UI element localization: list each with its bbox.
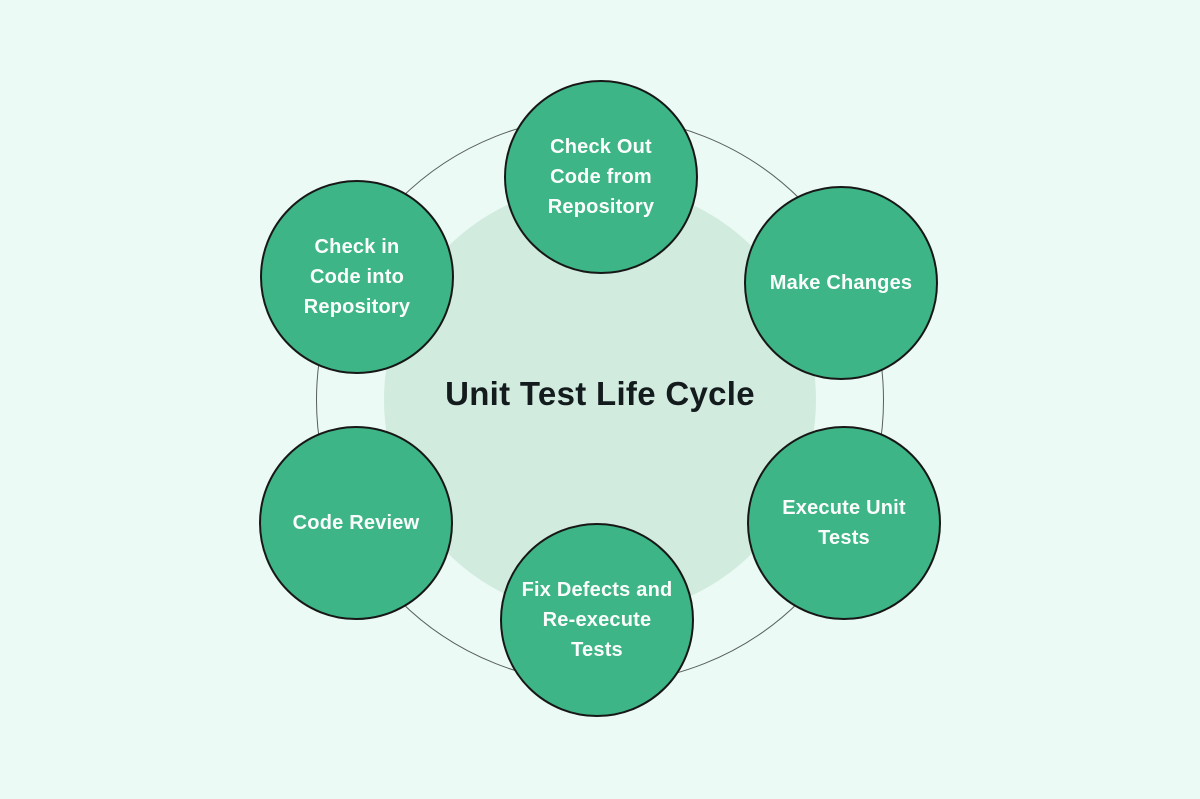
cycle-node-code-review: Code Review — [259, 426, 453, 620]
cycle-node-fix-defects: Fix Defects and Re-execute Tests — [500, 523, 694, 717]
cycle-node-check-out-code: Check Out Code from Repository — [504, 80, 698, 274]
node-label-check-in-code: Check in Code into Repository — [303, 236, 411, 318]
node-label-fix-defects: Fix Defects and Re-execute Tests — [521, 579, 673, 661]
cycle-node-check-in-code: Check in Code into Repository — [260, 180, 454, 374]
node-label-code-review: Code Review — [292, 512, 420, 534]
node-label-make-changes: Make Changes — [769, 272, 913, 294]
cycle-node-make-changes: Make Changes — [744, 186, 938, 380]
diagram-title: Unit Test Life Cycle — [445, 375, 755, 412]
node-label-execute-unit-tests: Execute Unit Tests — [782, 497, 906, 549]
node-label-check-out-code: Check Out Code from Repository — [547, 136, 655, 218]
cycle-node-execute-unit-tests: Execute Unit Tests — [747, 426, 941, 620]
